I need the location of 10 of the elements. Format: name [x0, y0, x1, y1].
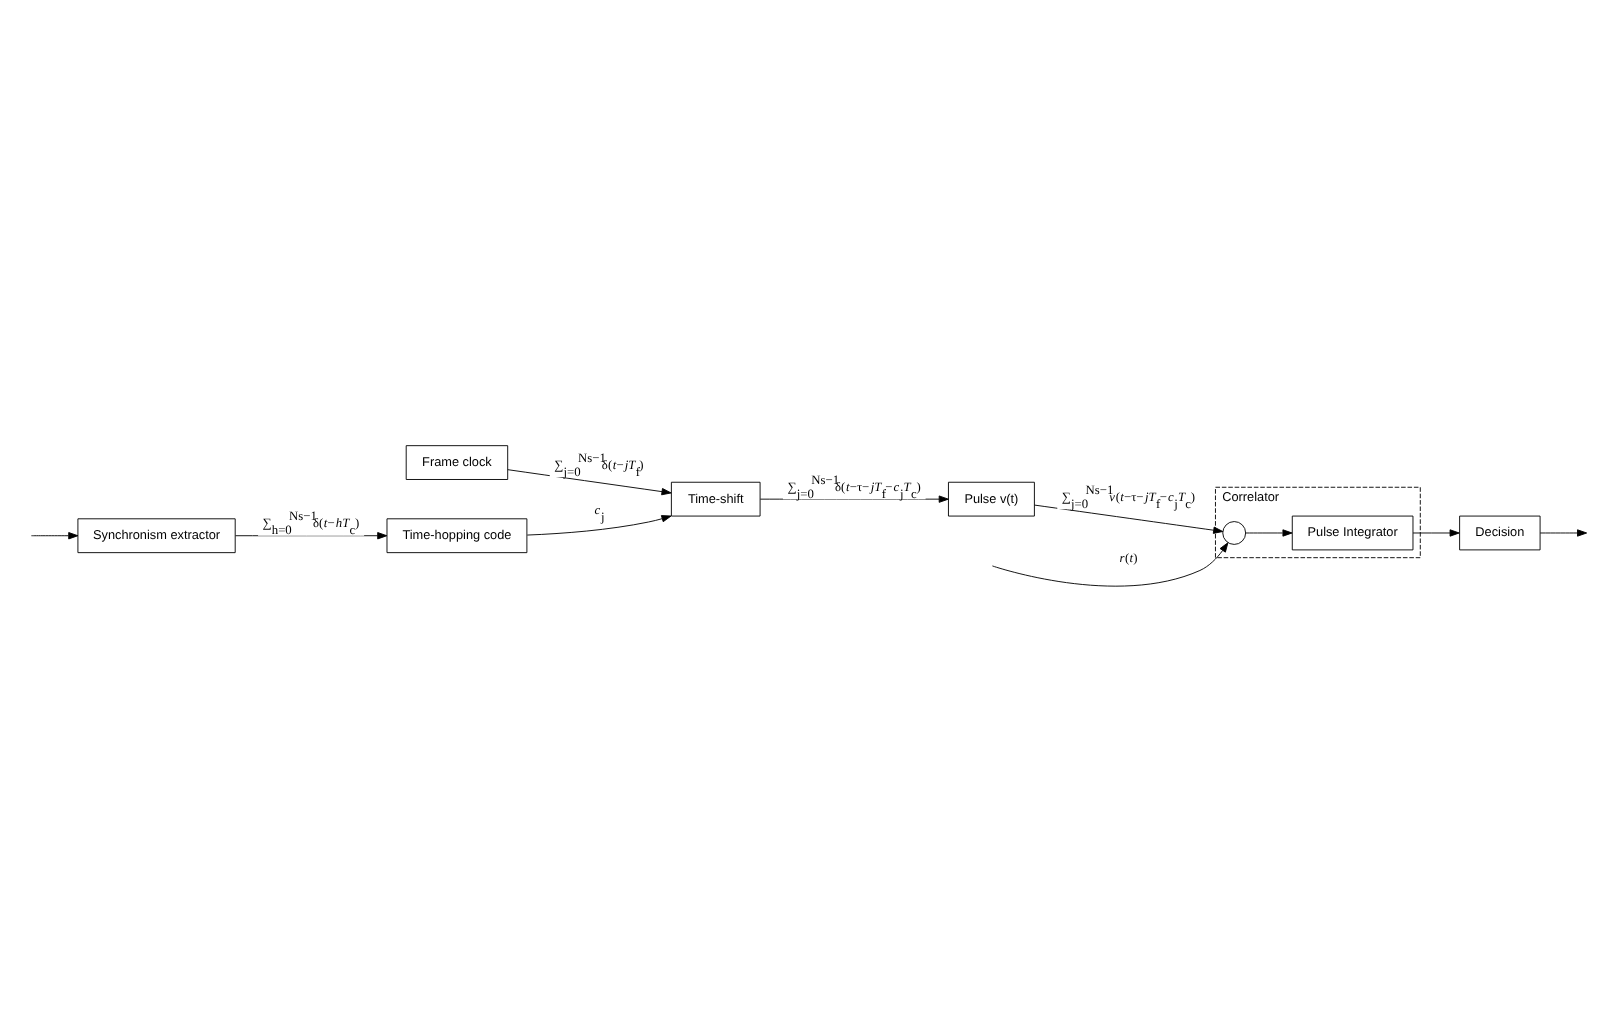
arrow	[507, 468, 672, 495]
node-circle	[1222, 520, 1247, 544]
arrow	[1034, 503, 1224, 533]
arrow	[1245, 528, 1293, 536]
arrow	[1539, 528, 1588, 536]
arrow	[1412, 528, 1460, 536]
arrow	[759, 494, 949, 502]
arrow	[991, 541, 1229, 586]
arrow	[526, 514, 672, 535]
arrow	[30, 531, 79, 539]
